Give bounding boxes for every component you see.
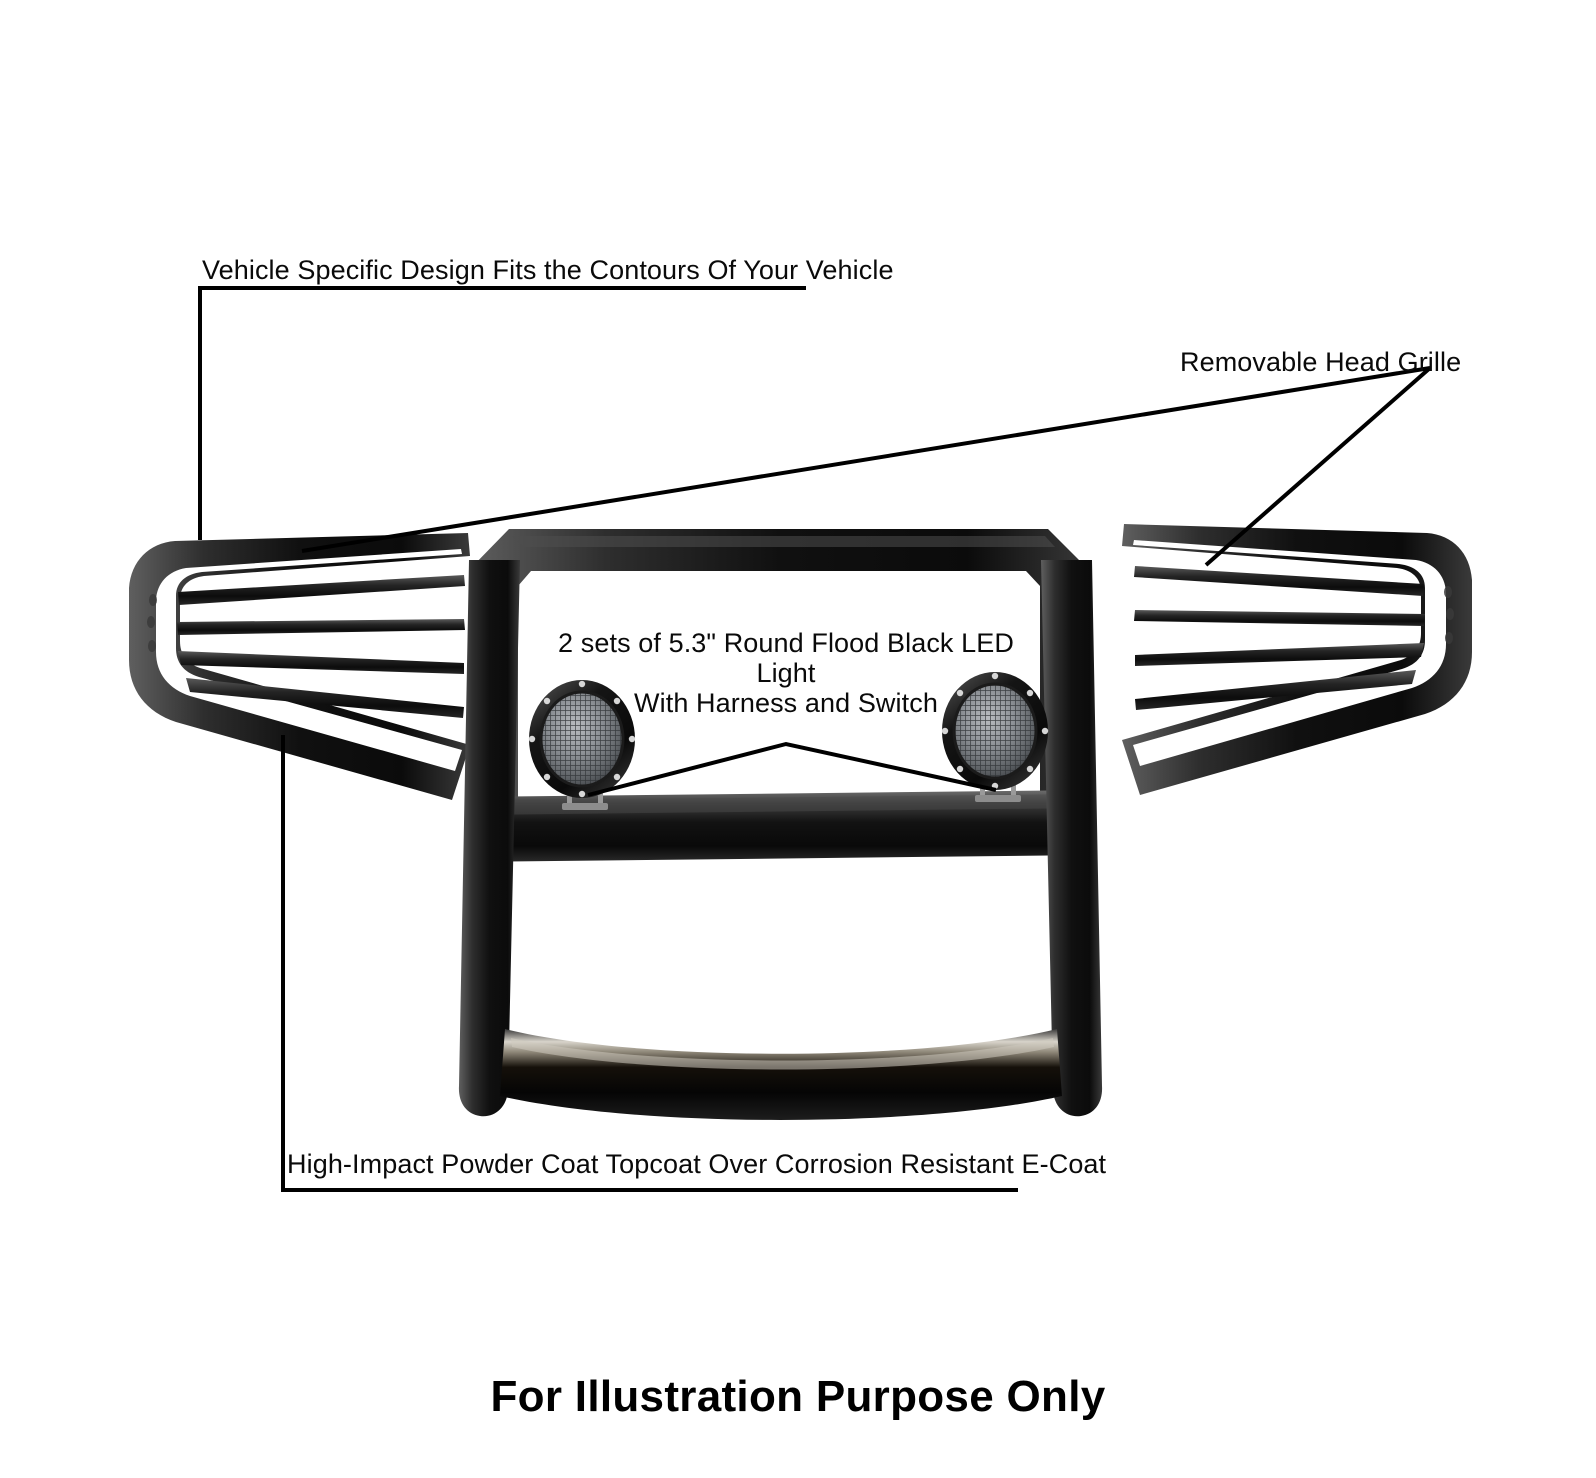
left-wing-bars	[177, 575, 465, 718]
left-wing-inner-void	[156, 549, 462, 771]
left-upright-leg	[458, 560, 520, 1117]
left-wing-grille	[129, 533, 470, 800]
led-lamp-right	[941, 672, 1049, 802]
center-frame-outline	[469, 529, 1092, 812]
upright-legs	[458, 560, 1103, 1117]
callout-led-light: 2 sets of 5.3" Round Flood Black LED Lig…	[556, 628, 1016, 719]
right-wing-inner-void	[1133, 540, 1446, 766]
callout-removable-head-grille: Removable Head Grille	[1180, 347, 1462, 377]
right-wing-bracket	[1444, 586, 1454, 644]
led-bezel-screws-left	[528, 680, 636, 798]
callout-vehicle-specific-design: Vehicle Specific Design Fits the Contour…	[202, 255, 894, 285]
left-wing-bracket	[147, 594, 157, 652]
led-lamp-left	[528, 680, 636, 810]
callout-led-light-line1: 2 sets of 5.3" Round Flood Black LED Lig…	[558, 628, 1014, 689]
right-upright-leg	[1041, 560, 1103, 1117]
callout-powder-coat: High-Impact Powder Coat Topcoat Over Cor…	[287, 1149, 1107, 1179]
lower-skid-bar	[500, 1029, 1062, 1120]
leader-diagonal-right-wing	[1204, 366, 1432, 567]
skid-bar-highlight	[511, 1038, 1054, 1070]
right-wing-grille	[1122, 524, 1472, 795]
center-frame	[469, 529, 1092, 862]
leader-diagonal-left-wing	[301, 366, 1431, 553]
right-wing-bars	[1134, 566, 1425, 710]
illustration-disclaimer: For Illustration Purpose Only	[490, 1372, 1106, 1421]
leader-chevron-led	[587, 741, 997, 797]
skid-bar-body	[500, 1029, 1062, 1120]
callout-led-light-line2: With Harness and Switch	[634, 688, 938, 719]
